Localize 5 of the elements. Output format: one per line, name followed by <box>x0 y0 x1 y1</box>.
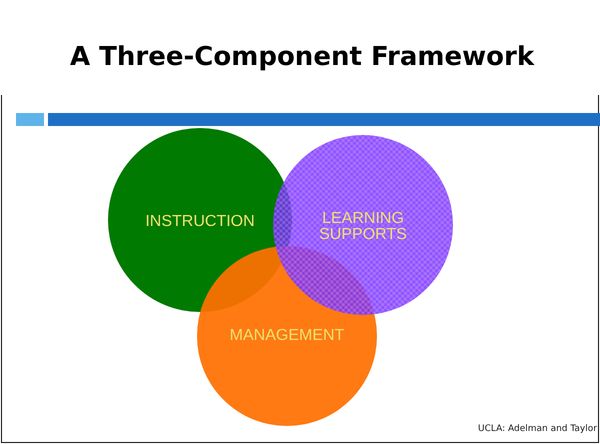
circle-label: LEARNING SUPPORTS <box>318 211 408 243</box>
circle-label: INSTRUCTION <box>144 214 256 230</box>
footer-credit: UCLA: Adelman and Taylor <box>478 424 597 434</box>
circle-label: MANAGEMENT <box>228 328 346 344</box>
slide-title: A Three-Component Framework <box>70 42 534 72</box>
